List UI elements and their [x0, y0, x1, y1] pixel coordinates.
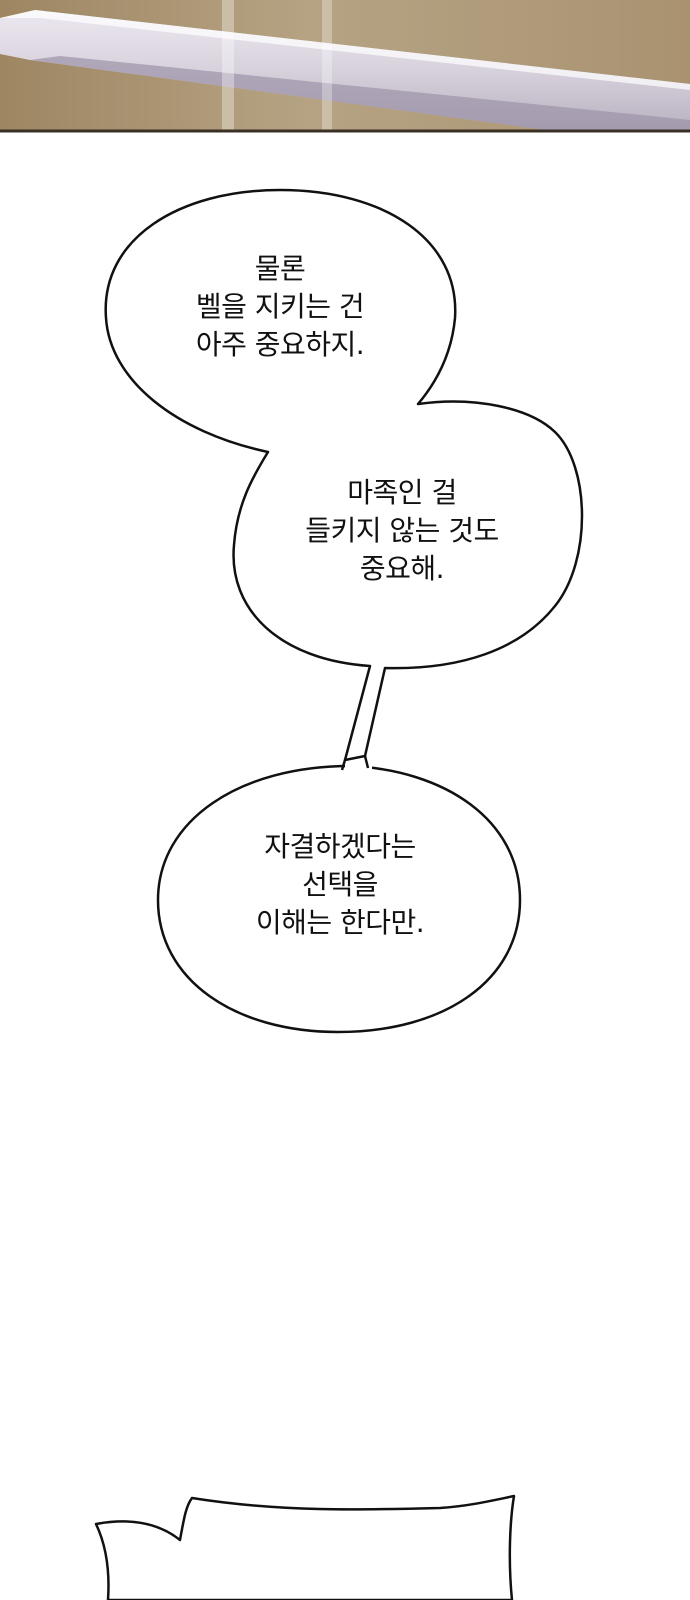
- bubble-3-text: 자결하겠다는 선택을 이해는 한다만.: [190, 828, 490, 942]
- bubble-3-line-3: 이해는 한다만.: [255, 906, 425, 939]
- bubble-1-text: 물론 벨을 지키는 건 아주 중요하지.: [140, 250, 420, 364]
- bubble-2-line-2: 들키지 않는 것도: [305, 514, 499, 547]
- speech-bubble-3: [156, 755, 522, 1034]
- bubble-2-line-1: 마족인 걸: [347, 476, 457, 509]
- bubble-1-line-3: 아주 중요하지.: [195, 328, 365, 361]
- bubble-3-line-2: 선택을: [302, 868, 378, 901]
- speech-bubble-1: [104, 188, 584, 762]
- bubble-2-line-3: 중요해.: [359, 552, 445, 585]
- bottom-shout-bubble: [94, 1494, 516, 1600]
- bubble-3-line-1: 자결하겠다는: [264, 830, 416, 863]
- bubble-2-text: 마족인 걸 들키지 않는 것도 중요해.: [262, 474, 542, 588]
- bubble-1-line-2: 벨을 지키는 건: [195, 290, 365, 323]
- bubble-1-line-1: 물론: [254, 252, 306, 285]
- top-illustration-panel: [0, 0, 690, 133]
